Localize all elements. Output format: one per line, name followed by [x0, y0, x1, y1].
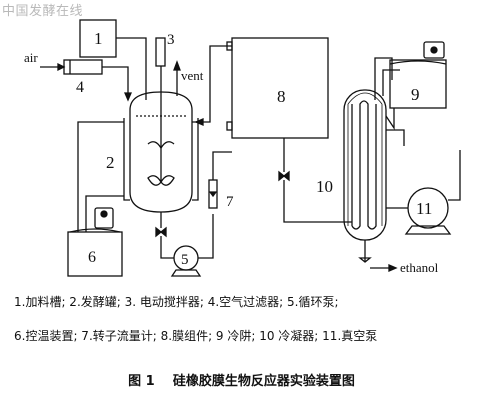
label-6: 6	[88, 249, 96, 266]
air-line	[102, 66, 129, 96]
recycle-line	[192, 45, 232, 123]
impeller	[147, 175, 175, 186]
label-5: 5	[181, 252, 189, 268]
air-arrow-icon	[57, 62, 66, 72]
condenser-coil	[351, 100, 377, 230]
impeller-upper	[147, 141, 175, 150]
label-7: 7	[226, 194, 234, 210]
jacket-left	[123, 118, 130, 201]
figure-title: 硅橡胶膜生物反应器实验装置图	[172, 374, 355, 389]
ethanol-arrow-icon	[388, 264, 398, 272]
jacket-inlet-line	[77, 121, 124, 232]
fermenter	[129, 91, 193, 213]
condenser-coil-outer	[347, 92, 383, 226]
vent-arrow-icon	[173, 60, 181, 71]
jacket-right	[192, 118, 199, 201]
cold-trap-compressor	[423, 41, 445, 59]
label-11: 11	[416, 199, 432, 218]
figure-number: 图 1	[128, 374, 155, 389]
air-into-tank-arrow-icon	[124, 92, 132, 102]
label-ethanol: ethanol	[400, 260, 439, 275]
membrane-port-side	[226, 121, 233, 131]
pump-to-flowmeter-line	[198, 214, 214, 259]
stirrer-motor	[155, 37, 166, 67]
pump-base	[170, 269, 202, 277]
recycle-arrow-icon	[194, 118, 204, 126]
label-8: 8	[277, 87, 286, 106]
figure-caption: 图 1 硅橡胶膜生物反应器实验装置图	[0, 370, 483, 389]
rotameter-float-icon	[208, 191, 218, 198]
label-vent: vent	[181, 68, 204, 83]
watermark: 中国发酵在线	[2, 4, 84, 19]
apparatus-diagram: 1 3 air 4 vent 2 6 5 7 8 10 9 11 ethanol	[24, 19, 461, 277]
bath-lid	[69, 228, 121, 233]
label-10: 10	[316, 177, 333, 196]
label-air: air	[24, 50, 38, 65]
outlet-valve-icon	[155, 226, 167, 238]
label-1: 1	[94, 29, 103, 48]
temperature-control-bath	[67, 231, 123, 277]
cold-trap	[389, 59, 447, 109]
feed-line	[116, 37, 147, 100]
label-9: 9	[411, 85, 420, 104]
coolant-return-line	[382, 69, 400, 96]
permeate-to-condenser-line	[283, 180, 352, 223]
legend-line-1: 1.加料槽; 2.发酵罐; 3. 电动搅拌器; 4.空气过滤器; 5.循环泵;	[14, 295, 339, 309]
coolant-out-line	[385, 108, 395, 131]
cold-trap-dial-icon	[430, 46, 438, 54]
permeate-valve-icon	[278, 170, 290, 182]
bath-pump-dial-icon	[100, 210, 108, 218]
condenser-shell	[343, 89, 387, 241]
membrane-module	[231, 37, 329, 139]
flowmeter-to-membrane-line	[212, 151, 232, 180]
legend-line-2: 6.控温装置; 7.转子流量计; 8.膜组件; 9 冷阱; 10 冷凝器; 11…	[14, 329, 378, 343]
membrane-port-top	[226, 41, 233, 51]
bath-pump	[94, 207, 114, 229]
label-4: 4	[76, 79, 84, 96]
label-3: 3	[167, 32, 175, 48]
vacuum-pump-base	[404, 225, 452, 235]
to-pump-line	[160, 236, 174, 259]
jacket-outlet-line	[85, 195, 124, 232]
vacuum-exhaust-line	[448, 150, 461, 201]
vacuum-line-upper	[386, 129, 405, 146]
label-2: 2	[106, 153, 115, 172]
coolant-inlet-line	[374, 57, 393, 100]
ethanol-valve-top-icon	[358, 257, 372, 263]
cold-trap-lid	[389, 60, 447, 65]
